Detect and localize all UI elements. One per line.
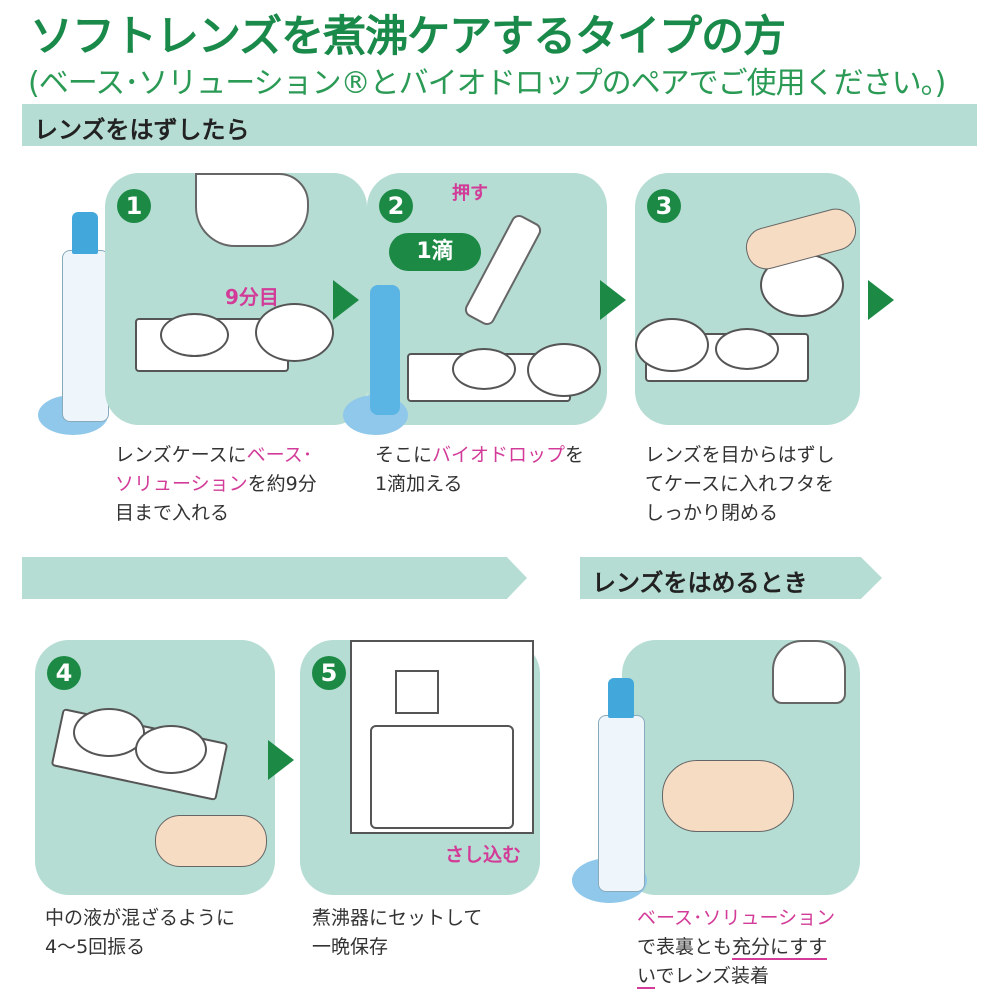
case-lid-icon bbox=[255, 303, 334, 362]
outlet-icon bbox=[395, 670, 439, 714]
boiler-device-icon bbox=[370, 725, 514, 829]
step-5-panel: 5 さし込む bbox=[300, 640, 540, 895]
page-title: ソフトレンズを煮沸ケアするタイプの方 bbox=[30, 12, 786, 62]
bottle-cap-icon bbox=[72, 212, 98, 254]
fill-level-label: 9分目 bbox=[225, 285, 279, 309]
case-lid-icon bbox=[635, 318, 709, 372]
base-solution-bottle-icon bbox=[598, 715, 645, 892]
step-number: 1 bbox=[117, 189, 151, 223]
bottle-cap-icon bbox=[608, 678, 634, 718]
case-lid-icon bbox=[73, 708, 145, 757]
case-lid-icon bbox=[527, 343, 601, 397]
next-arrow-icon bbox=[868, 280, 894, 320]
step-number: 4 bbox=[47, 656, 81, 690]
section-header-removal: レンズをはずしたら bbox=[22, 104, 977, 146]
step-number: 5 bbox=[312, 656, 346, 690]
step-6-panel bbox=[622, 640, 860, 895]
step-1-panel: 1 9分目 bbox=[105, 173, 367, 425]
push-label: 押す bbox=[452, 183, 488, 204]
lens-cup-icon bbox=[160, 313, 229, 357]
step-4-panel: 4 bbox=[35, 640, 275, 895]
next-arrow-icon bbox=[333, 280, 359, 320]
step-1-caption: レンズケースにベース･ソリューションを約9分目まで入れる bbox=[115, 444, 317, 524]
step-number: 2 bbox=[379, 189, 413, 223]
one-drop-badge: 1滴 bbox=[389, 233, 481, 271]
step-3-panel: 3 bbox=[635, 173, 861, 425]
lens-cup-icon bbox=[452, 348, 516, 390]
biodrop-bottle-icon bbox=[370, 285, 400, 415]
biodrop-bottle-icon bbox=[462, 212, 544, 328]
section-header-insertion: レンズをはめるとき bbox=[580, 557, 882, 599]
bottle-pouring-icon bbox=[772, 640, 846, 704]
base-solution-bottle-icon bbox=[62, 250, 109, 422]
lens-cup-icon bbox=[715, 328, 779, 370]
case-lid-icon bbox=[760, 253, 844, 317]
section-title: レンズをはずしたら bbox=[34, 116, 250, 144]
case-lid-icon bbox=[135, 725, 207, 774]
continue-band bbox=[22, 557, 527, 599]
hand-icon bbox=[662, 760, 794, 832]
next-arrow-icon bbox=[268, 740, 294, 780]
step-5-caption: 煮沸器にセットして一晩保存 bbox=[312, 907, 483, 958]
bottle-pouring-icon bbox=[195, 173, 309, 247]
next-arrow-icon bbox=[600, 280, 626, 320]
section-title: レンズをはめるとき bbox=[592, 569, 808, 597]
step-number: 3 bbox=[647, 189, 681, 223]
page-subtitle: (ベース･ソリューション®とバイオドロップのペアでご使用ください。) bbox=[28, 66, 946, 101]
step-2-panel: 2 1滴 bbox=[367, 173, 607, 425]
insert-label: さし込む bbox=[445, 844, 522, 866]
step-6-caption: ベース･ソリューションで表裏とも充分にすすいでレンズ装着 bbox=[637, 907, 836, 989]
hand-icon bbox=[155, 815, 267, 867]
step-3-caption: レンズを目からはずしてケースに入れフタをしっかり閉める bbox=[645, 444, 835, 524]
